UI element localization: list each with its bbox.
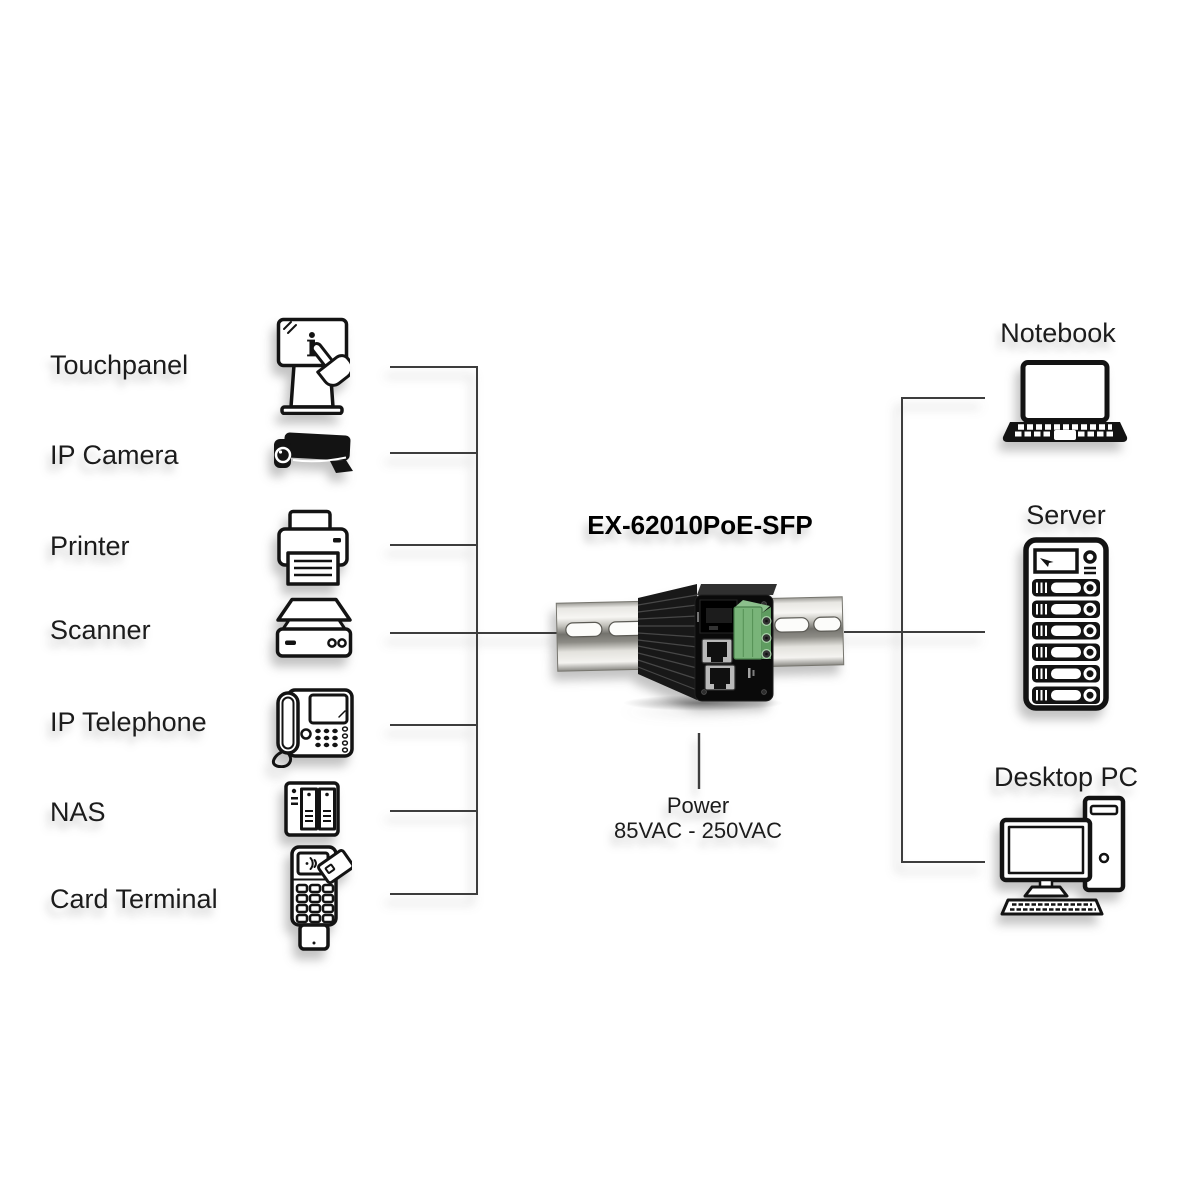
- sfp-slot: [699, 599, 738, 634]
- din-rail-switch-photo: [555, 584, 845, 711]
- power-label: Power 85VAC - 250VAC: [598, 793, 798, 843]
- device-title: EX-62010PoE-SFP: [587, 510, 813, 540]
- rj45-port-2: [704, 664, 736, 691]
- device-top-face: [697, 584, 777, 595]
- contactless-icon: [305, 857, 317, 870]
- touchpanel-kiosk-icon: i: [276, 317, 350, 415]
- server-icon: [1023, 537, 1109, 711]
- desktop-pc-icon: [999, 795, 1126, 916]
- keypad: [295, 883, 335, 924]
- label-ip-telephone: IP Telephone: [50, 707, 207, 737]
- label-ip-camera: IP Camera: [50, 440, 179, 470]
- heatsink-fins-side: [638, 584, 697, 700]
- power-label-line2: 85VAC - 250VAC: [614, 818, 782, 843]
- cursor-icon: [1040, 558, 1054, 567]
- scanner-icon: [275, 597, 353, 658]
- power-terminal-block: [733, 600, 772, 660]
- power-connector-line: [697, 733, 701, 789]
- poe-switch-device: [637, 584, 777, 702]
- power-label-line1: Power: [666, 793, 730, 818]
- pointing-hand-icon: [310, 342, 350, 387]
- card-terminal-icon: [290, 845, 352, 951]
- ip-telephone-icon: [271, 688, 354, 768]
- rail-slot: [565, 621, 603, 638]
- label-scanner: Scanner: [50, 615, 151, 645]
- label-touchpanel: Touchpanel: [50, 350, 189, 380]
- rail-slot: [774, 617, 810, 633]
- rail-slot: [813, 616, 842, 632]
- rj45-port-1: [701, 638, 733, 664]
- notebook-icon: [1002, 360, 1128, 442]
- label-desktop-pc: Desktop PC: [994, 762, 1139, 792]
- nas-icon: [284, 781, 340, 837]
- label-nas: NAS: [50, 797, 106, 827]
- printer-icon: [277, 509, 349, 586]
- label-server: Server: [1026, 500, 1106, 530]
- label-printer: Printer: [50, 531, 130, 561]
- label-notebook: Notebook: [1000, 318, 1116, 348]
- ip-camera-icon: [274, 432, 353, 473]
- payment-card-icon: [317, 849, 352, 885]
- label-card-terminal: Card Terminal: [50, 884, 218, 914]
